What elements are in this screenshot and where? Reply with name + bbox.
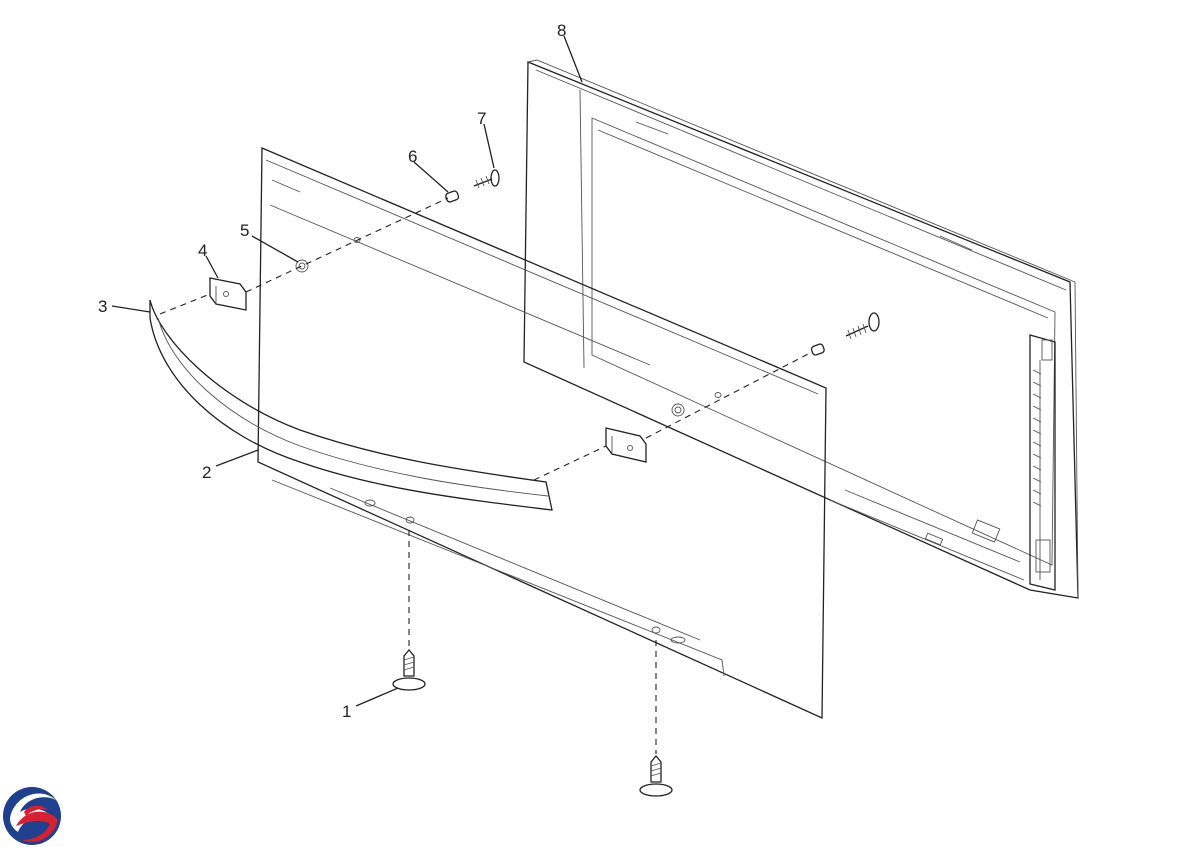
bottom-screw-right [639, 754, 673, 797]
part-label-7: 7 [477, 109, 486, 128]
handle-bracket-left [209, 277, 247, 311]
spacer-lower [810, 343, 825, 356]
handle-screw-lower [845, 312, 880, 340]
part-label-3: 3 [98, 297, 107, 316]
part-label-6: 6 [408, 147, 417, 166]
part-label-2: 2 [202, 463, 211, 482]
bottom-screw-left [392, 648, 426, 691]
door-hinge [1029, 334, 1056, 591]
assembly-guide-lines [159, 197, 813, 754]
part-label-4: 4 [198, 241, 207, 260]
brand-swirl-logo [3, 787, 61, 845]
part-label-5: 5 [240, 221, 249, 240]
leader-lines [111, 35, 583, 707]
outer-door-glass-panel [257, 147, 827, 720]
handle-bracket-right [605, 427, 647, 463]
part-label-1: 1 [342, 702, 351, 721]
door-handle [149, 299, 553, 511]
part-label-8: 8 [557, 21, 566, 40]
part-number-labels: 1 2 3 4 5 6 7 8 [98, 21, 566, 721]
inner-door-frame [523, 59, 1079, 599]
handle-screw-upper [473, 169, 500, 189]
